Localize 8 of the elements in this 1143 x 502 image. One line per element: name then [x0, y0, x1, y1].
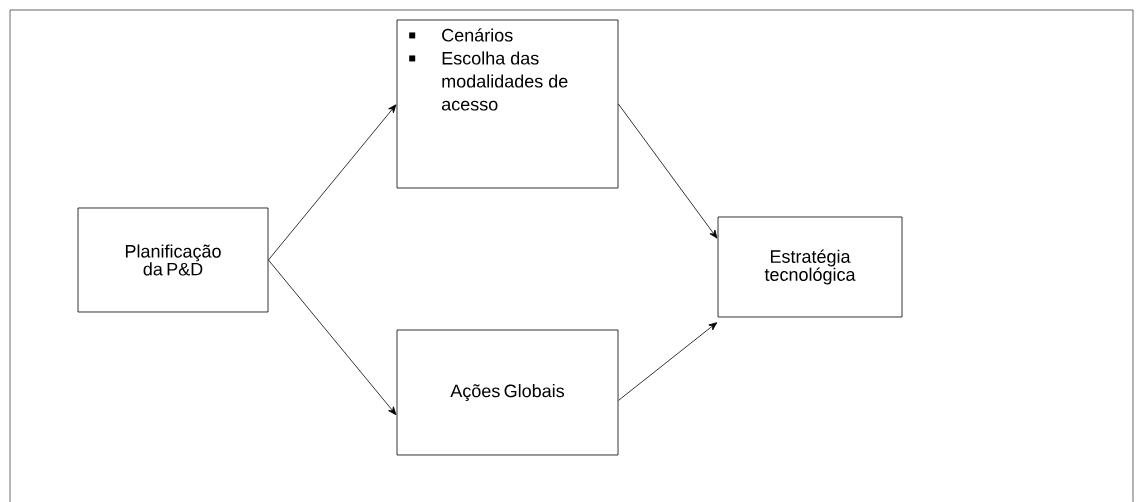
process-box: Planificação da P&D: [77, 207, 269, 313]
process-box: Estratégia tecnológica: [717, 216, 903, 318]
arrow: [268, 259, 397, 416]
arrow: [618, 322, 718, 401]
arrow: [268, 104, 397, 261]
process-box: Cenários Escolha das modalidades de acesso: [396, 19, 619, 189]
process-box: Ações Globais: [396, 329, 619, 456]
arrow: [618, 103, 718, 239]
